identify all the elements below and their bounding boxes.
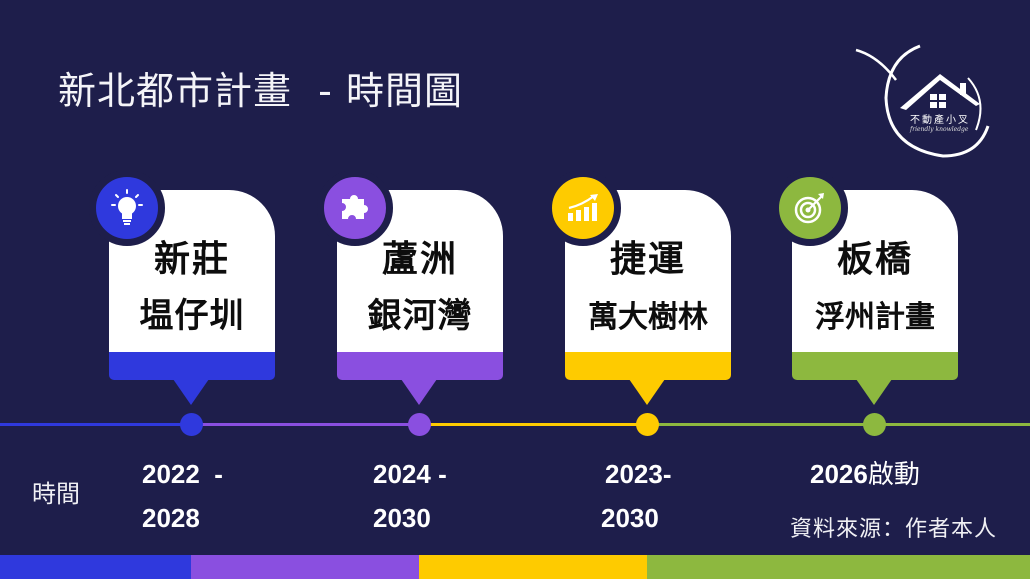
target-icon (794, 193, 824, 224)
timeline-dot-1 (180, 413, 203, 436)
card-title: 新莊 (153, 239, 230, 280)
card-subtitle: 浮州計畫 (815, 300, 935, 335)
card-subtitle: 萬大樹林 (588, 300, 708, 335)
year-range-2: 2024 - 2030 (373, 452, 447, 540)
chart-badge (545, 170, 621, 246)
card-pointer (629, 379, 665, 405)
bottom-band-green (647, 555, 1030, 579)
year-start: 2026 (810, 459, 868, 489)
bottom-band-purple (191, 555, 419, 579)
target-badge (772, 170, 848, 246)
timeline-dot-3 (636, 413, 659, 436)
year-start: 2024 - (373, 459, 447, 489)
lightbulb-badge (89, 170, 165, 246)
card-pointer (856, 379, 892, 405)
card-pointer (401, 379, 437, 405)
timeline-card-mrt-wanda: 捷運 萬大樹林 (565, 190, 731, 405)
card-body: 板橋 浮州計畫 (792, 190, 958, 352)
source-credit: 資料來源：作者本人 (790, 517, 998, 542)
card-subtitle: 塭仔圳 (139, 296, 245, 336)
card-title: 捷運 (609, 239, 686, 280)
card-color-band (792, 352, 958, 380)
lightbulb-icon (111, 189, 143, 225)
timeline-segment-blue (0, 423, 191, 426)
card-title: 蘆洲 (381, 239, 458, 280)
card-color-band (565, 352, 731, 380)
card-pointer (173, 379, 209, 405)
logo-tagline: friendly knowledge (910, 126, 969, 133)
year-end: 2030 (601, 503, 659, 533)
year-suffix: 啟動 (867, 460, 920, 490)
time-row-label: 時間 (32, 480, 80, 508)
card-color-band (337, 352, 503, 380)
card-color-band (109, 352, 275, 380)
year-range-1: 2022 - 2028 (142, 452, 223, 540)
puzzle-piece-icon (342, 195, 368, 219)
year-range-4: 2026啟動 (810, 452, 920, 497)
timeline-segment-yellow (419, 423, 647, 426)
card-subtitle: 銀河灣 (367, 296, 473, 336)
logo-name: 不動產小叉 (910, 115, 970, 126)
timeline-segment-green (647, 423, 1030, 426)
year-start: 2022 - (142, 459, 223, 489)
year-range-3: 2023- 2030 (601, 452, 672, 540)
timeline-dot-2 (408, 413, 431, 436)
timeline-segment-purple (191, 423, 419, 426)
bottom-band-blue (0, 555, 191, 579)
page-title: 新北都市計畫 - 時間圖 (58, 69, 463, 113)
timeline-card-luzhou: 蘆洲 銀河灣 (337, 190, 503, 405)
bottom-band-yellow (419, 555, 647, 579)
year-start: 2023- (605, 459, 672, 489)
year-end: 2030 (373, 503, 431, 533)
puzzle-badge (317, 170, 393, 246)
house-logo-icon (855, 44, 990, 158)
brand-logo: 不動產小叉 friendly knowledge (848, 38, 998, 163)
card-title: 板橋 (836, 239, 913, 280)
timeline-dot-4 (863, 413, 886, 436)
timeline-card-banqiao: 板橋 浮州計畫 (792, 190, 958, 405)
growth-chart-icon (568, 194, 598, 221)
year-end: 2028 (142, 503, 200, 533)
